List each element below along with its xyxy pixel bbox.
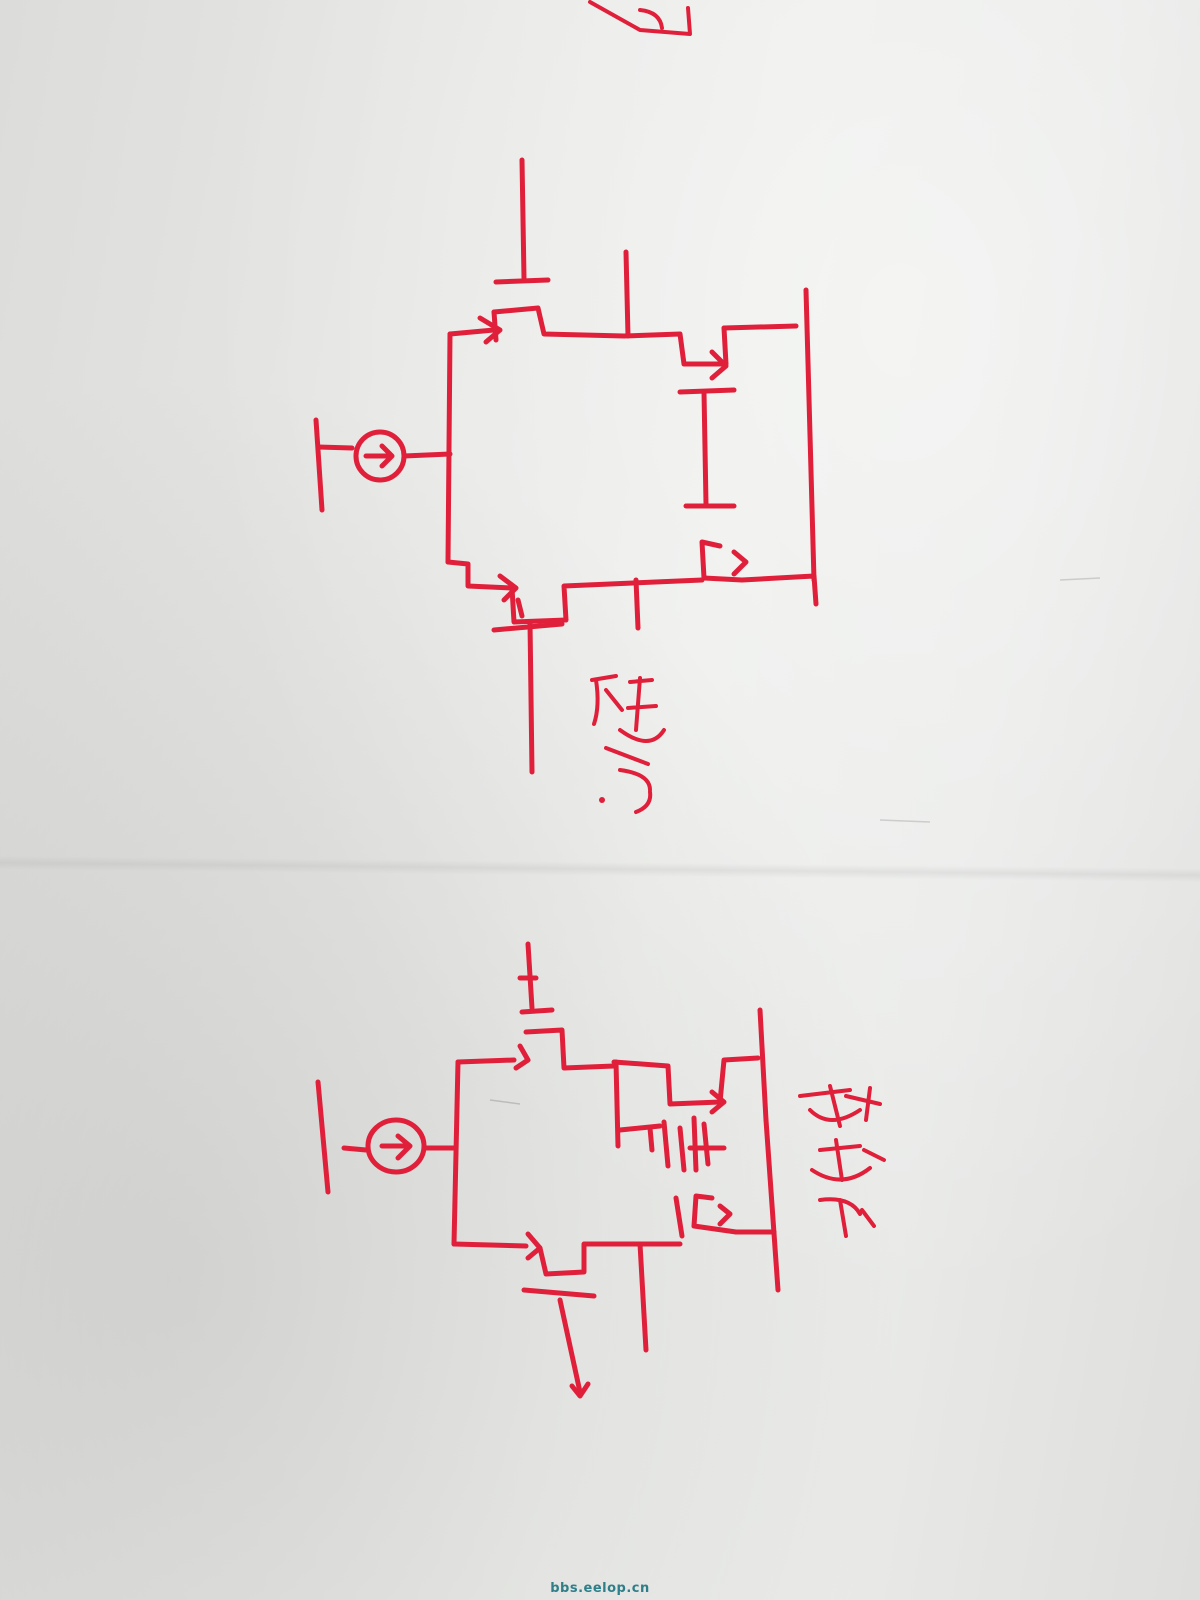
transistor-upper-top: [447, 157, 627, 345]
handwritten-note-bottom: [798, 1084, 886, 1238]
inner-structure-bottom: [611, 1059, 727, 1173]
transistor-upper-bottom: [455, 941, 617, 1071]
watermark-text: bbs.eelop.cn: [550, 1581, 650, 1596]
transistor-lower-top: [445, 559, 705, 775]
transistor-lower-right-top: [699, 539, 819, 607]
paper-smudges: [489, 577, 1101, 1105]
current-source-symbol-top: [313, 417, 453, 513]
transistor-lower-right-bottom: [673, 1193, 777, 1239]
transistor-lower-bottom: [451, 1231, 683, 1399]
circuit-top: [313, 157, 819, 814]
circuit-bottom: [315, 941, 886, 1399]
current-source-symbol-bottom: [315, 1079, 459, 1195]
rail-left-bottom: [451, 1059, 461, 1247]
transistor-right-top: [621, 287, 817, 583]
corner-scribble: [588, 0, 692, 36]
capacitor-top: [677, 387, 737, 509]
handwritten-note-top: [590, 674, 666, 814]
rail-left-top: [445, 331, 453, 565]
transistor-right-bottom: [709, 1007, 781, 1293]
